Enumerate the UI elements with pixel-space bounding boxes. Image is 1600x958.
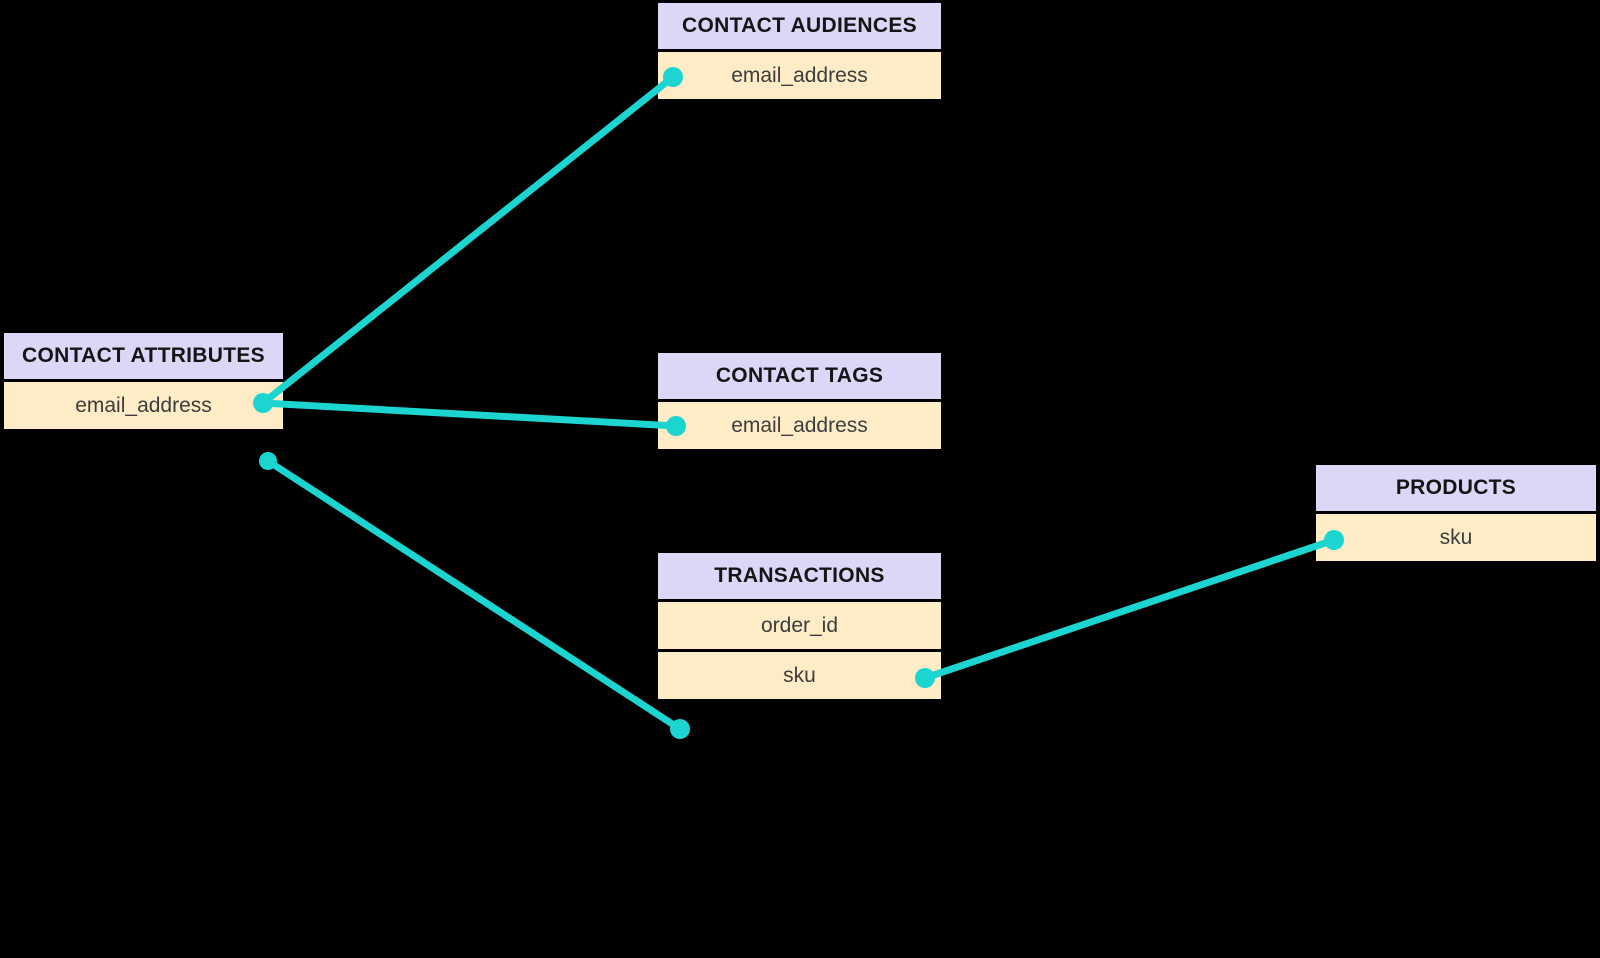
connector-transactions-products bbox=[921, 536, 1338, 682]
entity-products: PRODUCTS sku bbox=[1313, 462, 1599, 564]
entity-products-title: PRODUCTS bbox=[1316, 465, 1596, 514]
entity-contact-tags-title: CONTACT TAGS bbox=[658, 353, 941, 402]
entity-transactions: TRANSACTIONS order_id sku bbox=[655, 550, 944, 702]
entity-contact-attributes-title: CONTACT ATTRIBUTES bbox=[4, 333, 283, 382]
entity-contact-audiences: CONTACT AUDIENCES email_address bbox=[655, 0, 944, 102]
entity-transactions-field-sku: sku bbox=[658, 649, 941, 699]
endpoint-dot-dangling bbox=[670, 719, 690, 739]
entity-contact-attributes: CONTACT ATTRIBUTES email_address bbox=[1, 330, 286, 432]
entity-contact-audiences-field-email-address: email_address bbox=[658, 52, 941, 99]
connector-attributes-tags bbox=[259, 399, 680, 430]
entity-products-field-sku: sku bbox=[1316, 514, 1596, 561]
entity-transactions-field-order-id: order_id bbox=[658, 602, 941, 649]
connector-attributes-dangling bbox=[264, 457, 684, 733]
endpoint-dot-attributes-bottom bbox=[259, 452, 277, 470]
connector-attributes-audiences bbox=[259, 73, 677, 407]
entity-transactions-title: TRANSACTIONS bbox=[658, 553, 941, 602]
entity-contact-tags-field-email-address: email_address bbox=[658, 402, 941, 449]
entity-contact-attributes-field-email-address: email_address bbox=[4, 382, 283, 429]
entity-contact-tags: CONTACT TAGS email_address bbox=[655, 350, 944, 452]
entity-contact-audiences-title: CONTACT AUDIENCES bbox=[658, 3, 941, 52]
